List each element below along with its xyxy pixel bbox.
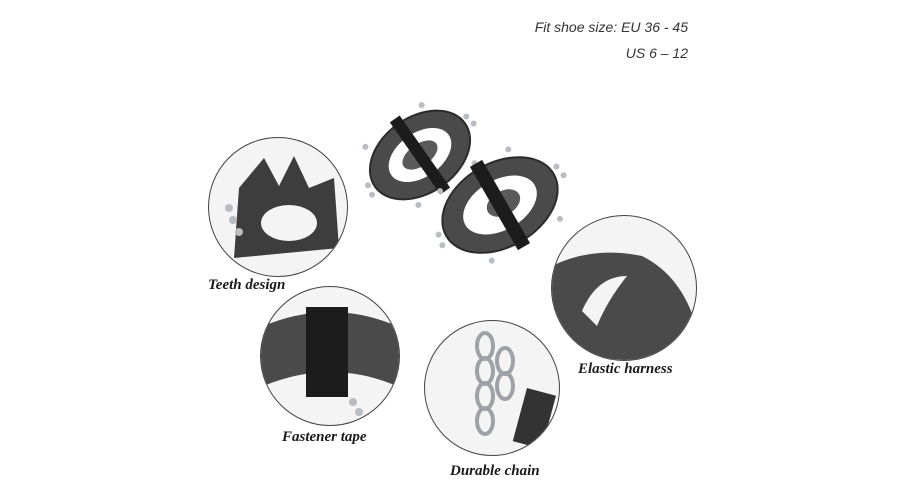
durable-chain-image	[424, 320, 560, 456]
elastic-harness-image	[551, 215, 697, 361]
fastener-tape-image	[260, 286, 400, 426]
teeth-design-caption: Teeth design	[208, 277, 286, 293]
fit-size-us: US 6 – 12	[625, 45, 688, 61]
fastener-tape-caption: Fastener tape	[282, 429, 367, 445]
crampons-pair-image	[350, 80, 600, 280]
fit-size-eu: Fit shoe size: EU 36 - 45	[534, 19, 688, 35]
durable-chain-caption: Durable chain	[450, 463, 540, 479]
teeth-detail-image	[208, 137, 348, 277]
elastic-harness-caption: Elastic harness	[578, 361, 673, 377]
fit-size-info: Fit shoe size: EU 36 - 45 US 6 – 12	[470, 14, 688, 66]
